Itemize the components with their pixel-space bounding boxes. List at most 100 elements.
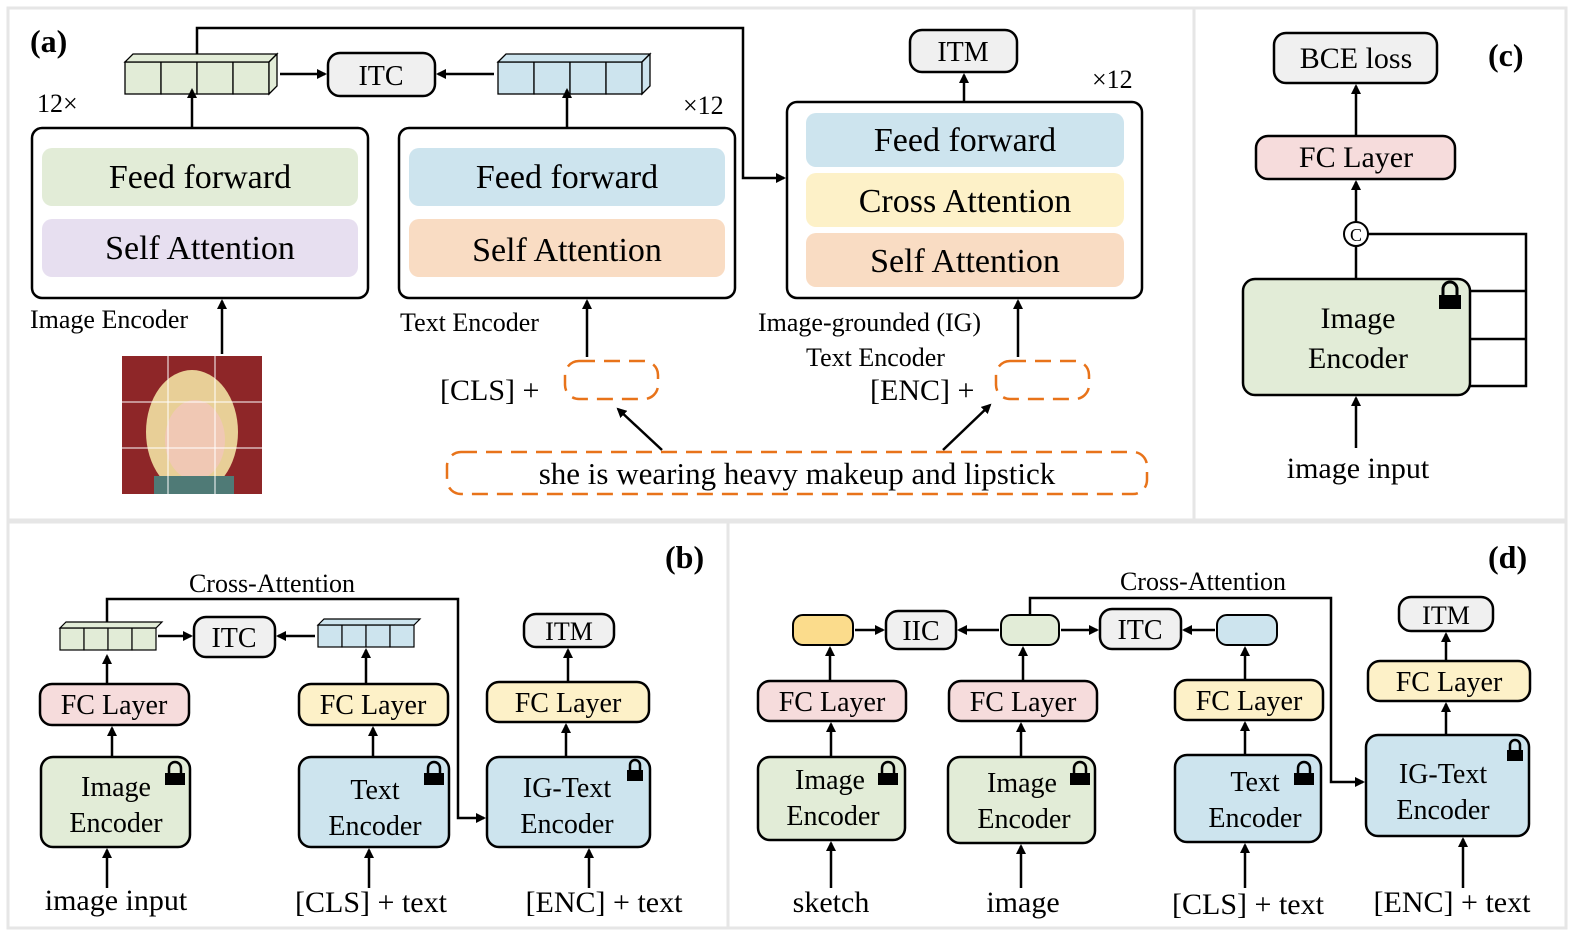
text-encoder-b-2: Encoder [328, 811, 422, 842]
cls-text-b: [CLS] + text [295, 886, 448, 919]
ig-encoder-d-2: Encoder [1396, 795, 1490, 826]
rep-text: ×12 [683, 91, 724, 120]
image-token [1000, 614, 1060, 646]
image-encoder-c-2: Encoder [1308, 342, 1408, 375]
itm-box-a [908, 28, 1019, 74]
fc-label-d1: FC Layer [779, 687, 886, 718]
image-encoder-d1-1: Image [795, 765, 865, 796]
image-ff-label: Feed forward [109, 159, 291, 196]
enc-token-slot [994, 359, 1091, 401]
fc-label-b2: FC Layer [320, 690, 427, 721]
image-encoder-c-1: Image [1321, 302, 1396, 335]
itc-label-b: ITC [211, 623, 256, 654]
panel-d: (d) Cross-Attention IIC ITC ITM FC Layer… [756, 539, 1532, 921]
fc-label-d3: FC Layer [1196, 686, 1303, 717]
image-cubes-b [58, 621, 164, 651]
enc-text-d: [ENC] + text [1374, 886, 1532, 919]
ig-encoder-b-2: Encoder [520, 809, 614, 840]
ig-encoder-d [1364, 733, 1531, 838]
text-token-cubes [496, 52, 652, 96]
panel-c-tag: (c) [1488, 37, 1524, 73]
itm-label-a: ITM [937, 37, 988, 68]
fc-box-d4 [1366, 659, 1532, 703]
iic-label: IIC [902, 616, 939, 647]
rep-ig: ×12 [1092, 65, 1133, 94]
bce-box [1272, 31, 1439, 85]
lock-icons-b [165, 758, 643, 785]
panel-d-tag: (d) [1488, 539, 1527, 575]
itm-box-b [522, 612, 616, 649]
image-encoder-d1-2: Encoder [786, 801, 880, 832]
panel-a-tag: (a) [30, 23, 67, 59]
itm-label-d: ITM [1422, 601, 1470, 630]
cls-text-d: [CLS] + text [1172, 888, 1325, 921]
panel-b-tag: (b) [665, 539, 704, 575]
itc-label-d: ITC [1117, 615, 1162, 646]
image-input-c: image input [1287, 452, 1430, 485]
text-token [1216, 614, 1278, 646]
fc-label-b3: FC Layer [515, 688, 622, 719]
caption-slot [445, 450, 1149, 496]
fc-box-d3 [1173, 678, 1325, 722]
cls-plus: [CLS] + [440, 374, 539, 407]
text-encoder-d [1173, 753, 1323, 844]
text-cubes-b [316, 618, 422, 648]
concat-label: C [1350, 225, 1362, 245]
fc-box-b2 [297, 682, 450, 727]
ig-encoder-label-1: Image-grounded (IG) [758, 308, 981, 337]
sketch-input: sketch [793, 886, 870, 919]
itc-box-d [1098, 607, 1183, 651]
text-encoder-b-1: Text [350, 775, 400, 806]
image-token-cubes [123, 52, 279, 96]
caption-text: she is wearing heavy makeup and lipstick [539, 456, 1056, 491]
ig-sa-label: Self Attention [870, 243, 1060, 280]
text-encoder-d-1: Text [1230, 767, 1280, 798]
cross-attention-d: Cross-Attention [1120, 567, 1286, 596]
itm-label-b: ITM [545, 617, 593, 646]
cls-token-slot [563, 359, 660, 401]
face-image [122, 356, 262, 494]
image-encoder-d2-2: Encoder [977, 804, 1071, 835]
fc-label-d2: FC Layer [970, 687, 1077, 718]
text-encoder-d-2: Encoder [1208, 803, 1302, 834]
lock-icons-d [878, 738, 1523, 785]
iic-box [884, 609, 958, 651]
ig-encoder-d-1: IG-Text [1399, 759, 1487, 790]
rep-image: 12× [37, 89, 78, 118]
bce-label: BCE loss [1300, 42, 1413, 75]
panel-a: (a) ITC ITM 12× Feed forward Self Attent… [30, 23, 1149, 496]
itc-box-a [326, 51, 437, 98]
fc-box-b1 [38, 682, 191, 727]
panel-borders [6, 6, 1568, 930]
image-encoder-label: Image Encoder [30, 305, 188, 334]
ig-encoder-label-2: Text Encoder [806, 343, 945, 372]
image-encoder-b-1: Image [81, 772, 151, 803]
fc-label-d4: FC Layer [1396, 667, 1503, 698]
text-sa-label: Self Attention [472, 232, 662, 269]
image-encoder-c [1241, 277, 1472, 397]
enc-plus: [ENC] + [870, 374, 974, 407]
sketch-token [792, 614, 854, 646]
itc-box-b [192, 615, 277, 659]
image-encoder-b [39, 755, 192, 849]
image-encoder-b-2: Encoder [69, 808, 163, 839]
fc-label-b1: FC Layer [61, 690, 168, 721]
image-input-b: image input [45, 884, 188, 917]
cross-attention-b: Cross-Attention [189, 569, 355, 598]
enc-text-b: [ENC] + text [526, 886, 684, 919]
itm-box-d [1397, 595, 1495, 633]
text-ff-label: Feed forward [476, 159, 658, 196]
image-encoder-d2-1: Image [987, 768, 1057, 799]
panel-b: (b) Cross-Attention ITC ITM FC Layer FC … [38, 539, 704, 919]
ig-encoder-b-1: IG-Text [523, 773, 611, 804]
text-encoder-label: Text Encoder [400, 308, 539, 337]
ig-ca-label: Cross Attention [859, 183, 1072, 220]
itc-label-a: ITC [358, 61, 403, 92]
fc-label-c: FC Layer [1299, 141, 1413, 174]
panel-c: (c) BCE loss FC Layer C Image Encoder im… [1241, 31, 1528, 485]
image-input-d: image [986, 886, 1059, 919]
lock-icon [1439, 280, 1461, 309]
ig-ff-label: Feed forward [874, 122, 1056, 159]
ig-encoder-b [485, 755, 652, 849]
